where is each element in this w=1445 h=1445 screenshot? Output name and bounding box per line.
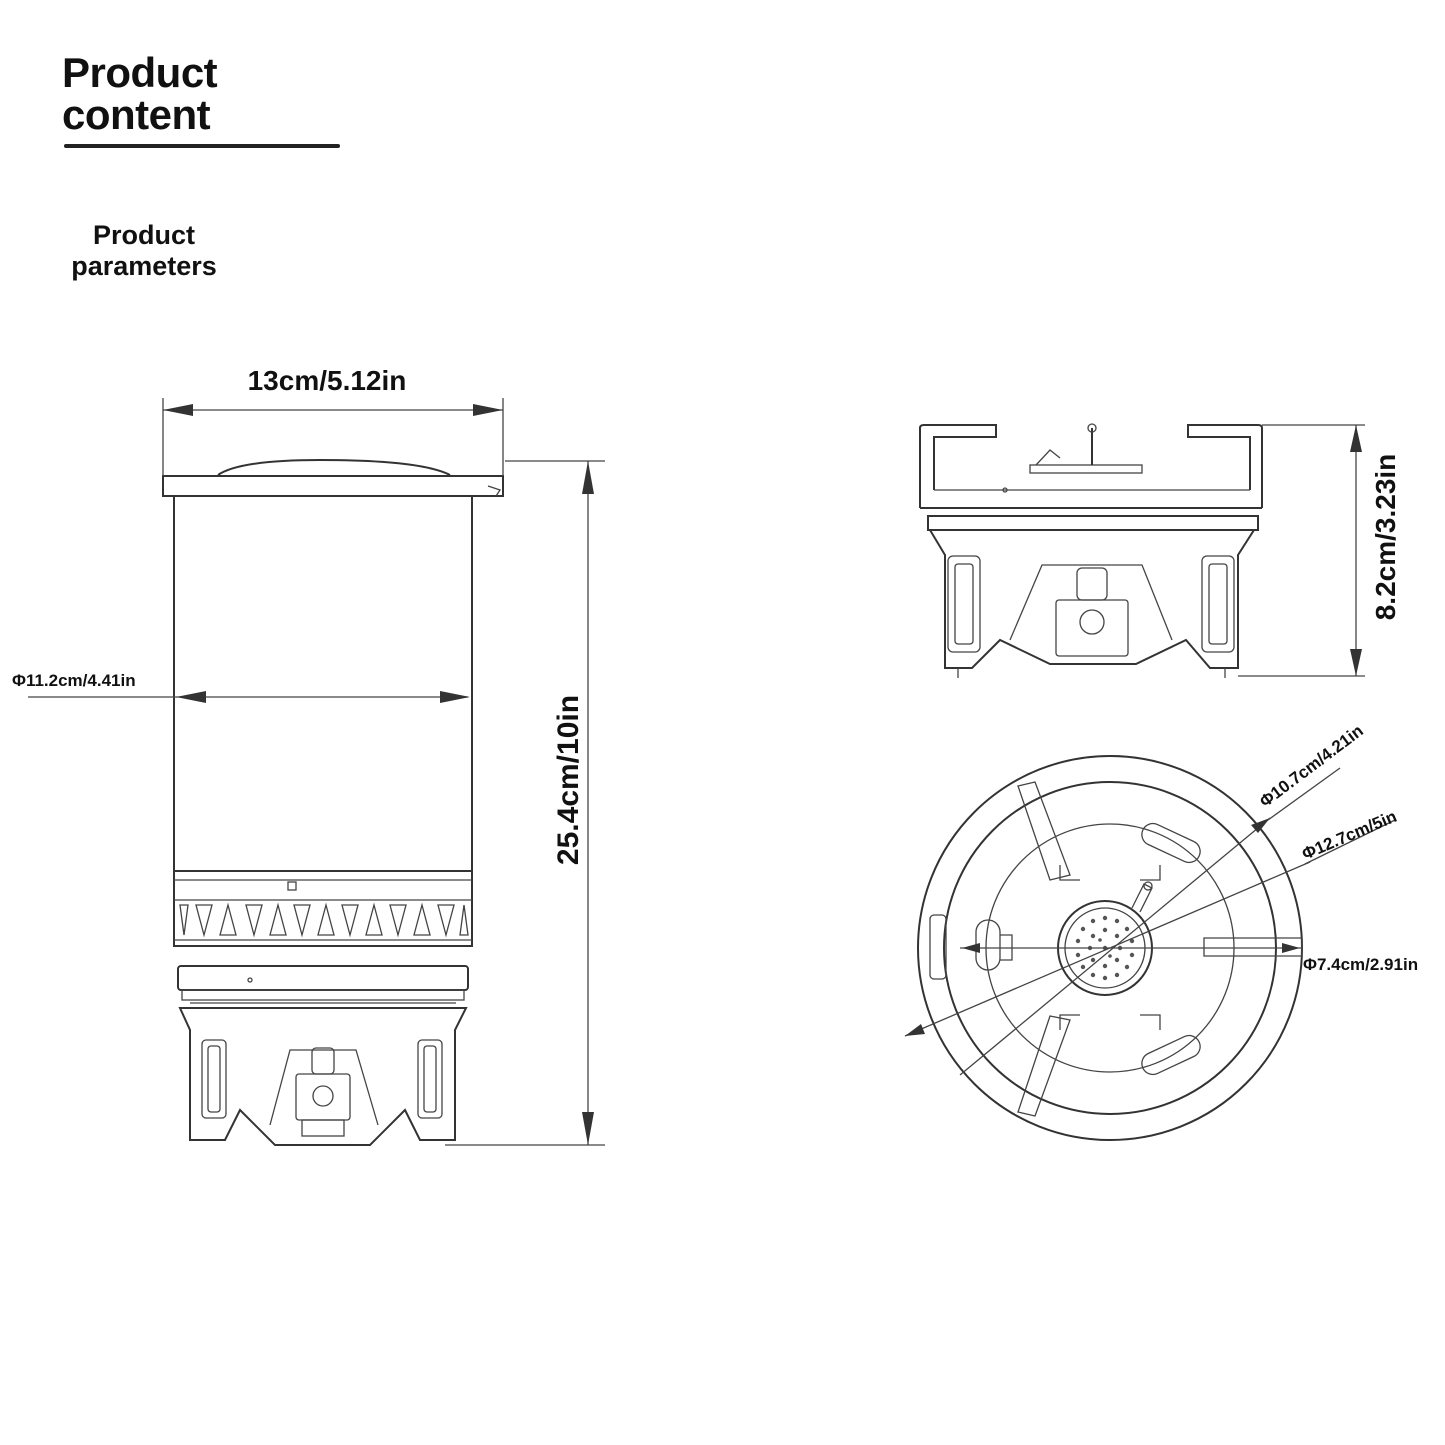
title-line-2: content [62,91,211,138]
top-view-dimensions: Φ10.7cm/4.21in Φ12.7cm/5in Φ7.4cm/2.91in [904,721,1418,1076]
title-underline [64,144,340,148]
cup-diameter-dimension: Φ11.2cm/4.41in [12,671,470,703]
base-diameter-label: Φ12.7cm/5in [1299,807,1399,864]
section-subtitle: Product parameters [54,220,234,282]
stove-height-dimension: 8.2cm/3.23in [1238,424,1401,677]
height-label: 25.4cm/10in [552,695,585,865]
stove-side-view [919,423,1263,678]
width-label: 13cm/5.12in [248,365,407,396]
support-diameter-label: Φ10.7cm/4.21in [1256,721,1367,811]
page-title: Product content [62,49,218,138]
burner-diameter-label: Φ7.4cm/2.91in [1303,955,1418,974]
title-line-1: Product [62,49,218,96]
cup-diameter-label: Φ11.2cm/4.41in [12,671,136,690]
subtitle-line-2: parameters [71,251,217,281]
stove-height-label: 8.2cm/3.23in [1370,454,1401,621]
subtitle-line-1: Product [92,220,195,250]
height-dimension: 25.4cm/10in [445,460,605,1146]
width-dimension: 13cm/5.12in [162,365,504,476]
side-view-drawing [162,458,504,1146]
